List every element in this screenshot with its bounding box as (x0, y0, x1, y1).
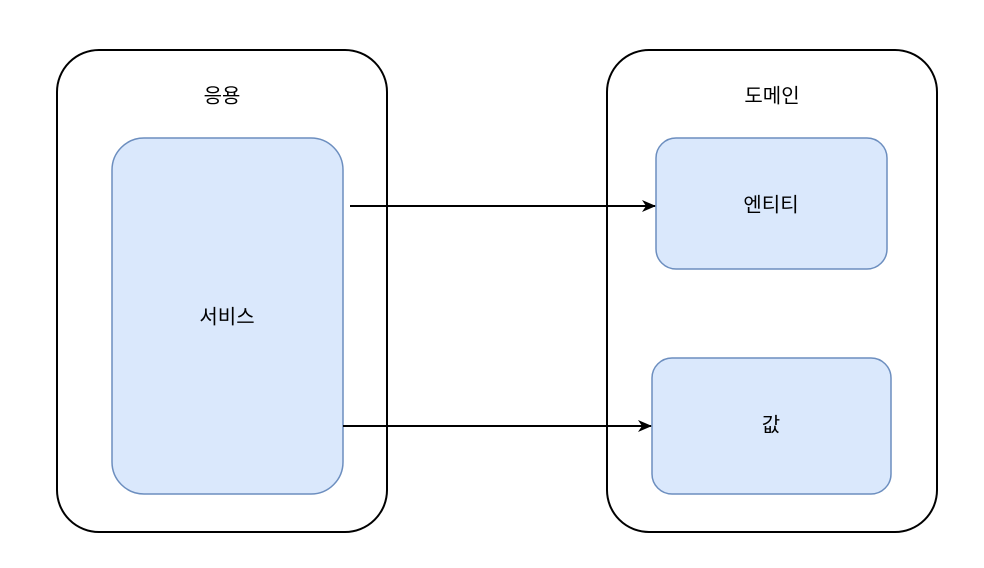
service-node-label: 서비스 (199, 305, 254, 329)
entity-node-label: 엔티티 (743, 193, 798, 217)
service-node[interactable]: 서비스 (111, 137, 344, 495)
application-container-label: 응용 (204, 84, 241, 108)
entity-node[interactable]: 엔티티 (655, 137, 888, 270)
domain-container-label: 도메인 (744, 84, 799, 108)
value-node-label: 값 (762, 413, 780, 437)
value-node[interactable]: 값 (651, 357, 892, 495)
